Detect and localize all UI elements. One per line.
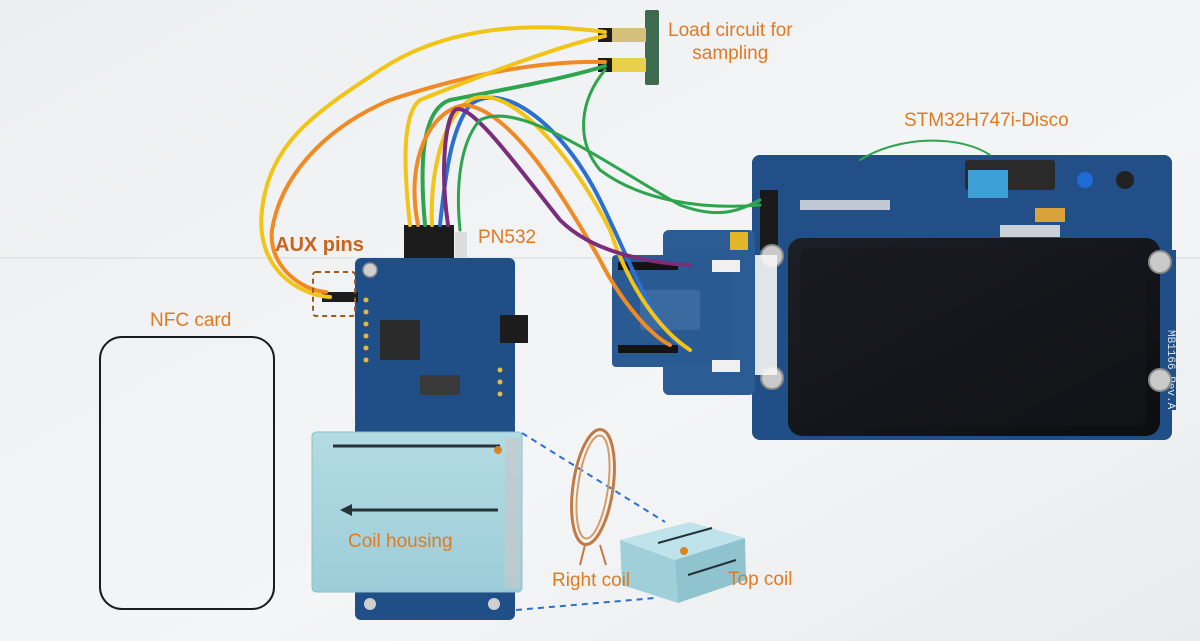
label-load-circuit: Load circuit for sampling [668,20,793,66]
projection-lines [515,432,666,611]
label-stm32: STM32H747i-Disco [904,110,1069,131]
pn532-board [322,225,528,428]
lcd-display: MB1166 Rev.A [788,238,1176,436]
coil-housing-foam [311,431,523,593]
copper-coil [570,427,616,566]
label-pn532: PN532 [478,227,537,248]
label-coil-housing: Coil housing [348,531,453,552]
aux-pins-highlight-box [312,271,356,317]
label-top-coil: Top coil [728,569,793,590]
adapter-board [612,230,777,395]
lower-screw-right [488,598,500,610]
foam-cube-inset [620,522,746,603]
label-load-circuit-line2: sampling [692,42,769,64]
label-nfc-card: NFC card [150,310,232,331]
label-load-circuit-line1: Load circuit for [668,20,793,41]
label-aux-pins: AUX pins [275,234,364,256]
load-circuit-board [598,10,659,85]
label-right-coil: Right coil [552,570,631,591]
lower-screw-left [364,598,376,610]
jumper-wires [259,25,991,352]
nfc-card-outline [99,336,275,610]
